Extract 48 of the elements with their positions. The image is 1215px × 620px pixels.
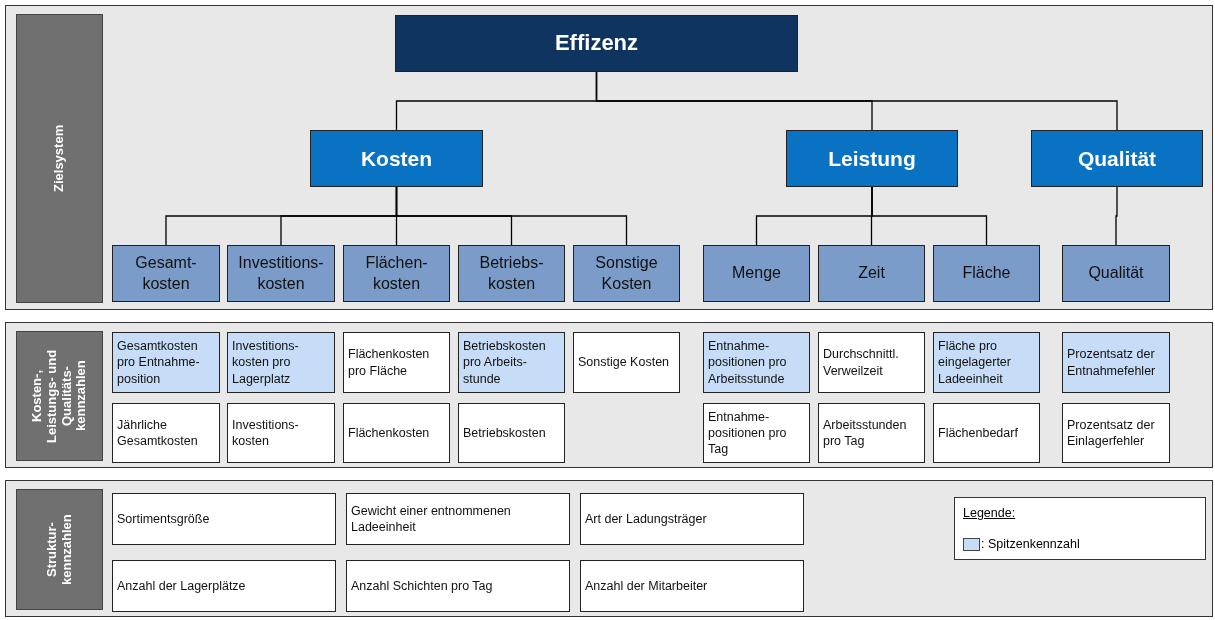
metric-box: Durchschnittl. Verweilzeit [818, 332, 925, 393]
connector-line [595, 71, 1118, 131]
metric-box: Sonstige Kosten [573, 332, 680, 393]
subcategory-box: Fläche [933, 245, 1040, 302]
goal-box: Effizenz [395, 15, 798, 72]
subcategory-box: Flächen- kosten [343, 245, 450, 302]
metric-box: Jährliche Gesamtkosten [112, 403, 220, 463]
metric-box: Gewicht einer entnommenen Ladeeinheit [346, 493, 570, 545]
section-band [5, 5, 1213, 310]
metric-box: Betriebskosten [458, 403, 565, 463]
metric-box: Flächenkosten [343, 403, 450, 463]
key-metric-box: Fläche pro eingelagerter Ladeeinheit [933, 332, 1040, 393]
metric-box: Prozentsatz der Einlagerfehler [1062, 403, 1170, 463]
subcategory-box: Zeit [818, 245, 925, 302]
section-band [5, 480, 1213, 617]
key-metric-box: Prozentsatz der Entnahmefehler [1062, 332, 1170, 393]
metric-box: Sortimentsgröße [112, 493, 336, 545]
section-label: Zielsystem [16, 14, 103, 303]
subcategory-box: Gesamt- kosten [112, 245, 220, 302]
connector-line [1115, 186, 1118, 246]
metric-box: Flächenbedarf [933, 403, 1040, 463]
key-metric-box: Gesamtkosten pro Entnahme- position [112, 332, 220, 393]
subcategory-box: Menge [703, 245, 810, 302]
legend-title: Legende: [963, 506, 1016, 520]
legend-text: : Spitzenkennzahl [981, 537, 1080, 551]
category-box: Kosten [310, 130, 483, 187]
subcategory-box: Qualität [1062, 245, 1170, 302]
connector-line [871, 186, 988, 246]
category-box: Qualität [1031, 130, 1203, 187]
metric-box: Arbeitsstunden pro Tag [818, 403, 925, 463]
metric-box: Anzahl der Lagerplätze [112, 560, 336, 612]
subcategory-box: Sonstige Kosten [573, 245, 680, 302]
connector-line [395, 186, 628, 246]
metric-box: Flächenkosten pro Fläche [343, 332, 450, 393]
key-metric-box: Investitions- kosten pro Lagerplatz [227, 332, 335, 393]
metric-box: Art der Ladungsträger [580, 493, 804, 545]
metric-box: Entnahme- positionen pro Tag [703, 403, 810, 463]
section-band [5, 322, 1213, 468]
subcategory-box: Betriebs- kosten [458, 245, 565, 302]
section-label: Struktur- kennzahlen [16, 489, 103, 610]
key-metric-box: Betriebskosten pro Arbeits- stunde [458, 332, 565, 393]
metric-box: Investitions- kosten [227, 403, 335, 463]
section-label: Kosten-, Leistungs- und Qualitäts- kennzahlen [16, 331, 103, 461]
metric-box: Anzahl Schichten pro Tag [346, 560, 570, 612]
metric-box: Anzahl der Mitarbeiter [580, 560, 804, 612]
subcategory-box: Investitions- kosten [227, 245, 335, 302]
key-metric-box: Entnahme- positionen pro Arbeitsstunde [703, 332, 810, 393]
category-box: Leistung [786, 130, 958, 187]
